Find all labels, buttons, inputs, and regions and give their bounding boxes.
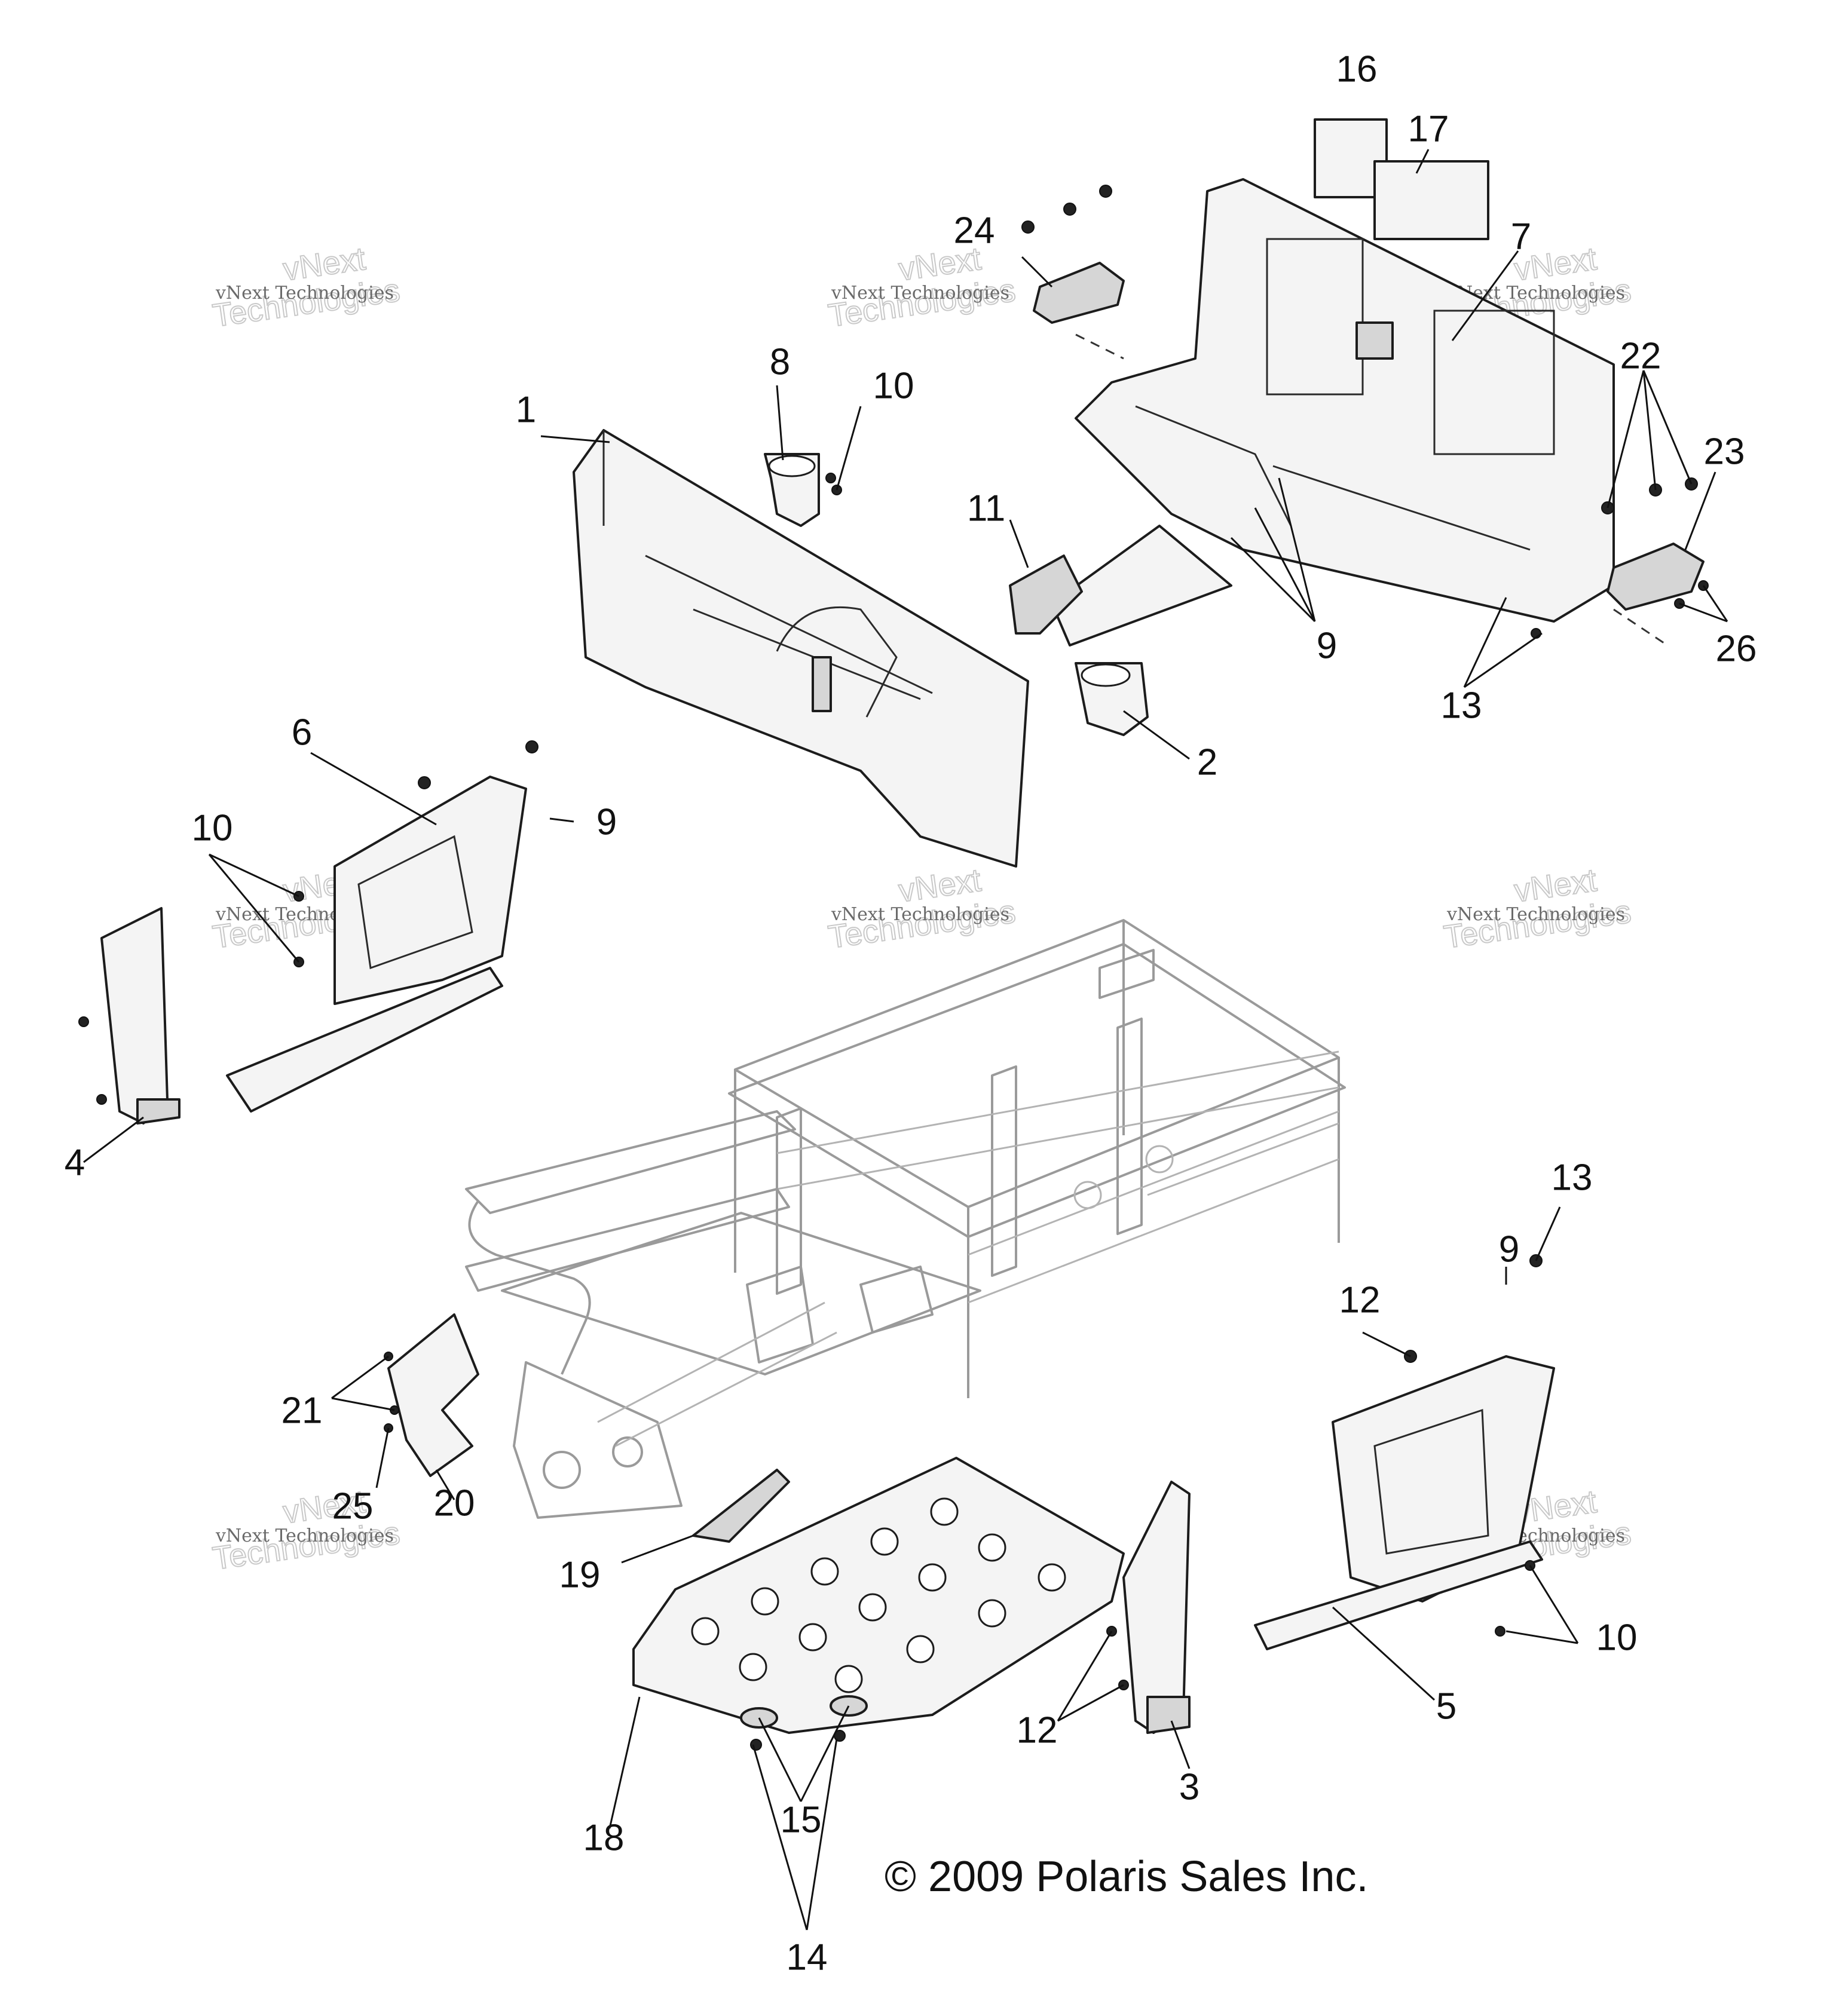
callouts: 1 2 3 4 5 6 7 8 9 9 9 10 10 10 11 12 12 …: [65, 48, 1757, 1978]
callout-9-rear-panel: 9: [1317, 625, 1337, 666]
part-1-dash-panel: [573, 429, 1029, 868]
callout-13-right-panel: 13: [1552, 1157, 1593, 1198]
part-24-grab-handle: [1033, 262, 1125, 360]
callout-1: 1: [516, 389, 536, 430]
part-20-shield: [387, 1313, 479, 1477]
callout-15: 15: [781, 1799, 822, 1840]
part-4-side-panel-left: [100, 907, 180, 1125]
callout-4: 4: [65, 1142, 85, 1183]
callout-12-lower: 12: [1017, 1709, 1058, 1751]
callout-9-left-panel: 9: [596, 801, 617, 842]
watermark-text: vNext Technologies: [831, 904, 1009, 925]
part-5-side-panel-right: [1254, 1355, 1555, 1650]
callout-19: 19: [559, 1554, 601, 1595]
callout-9-right-panel: 9: [1499, 1228, 1519, 1270]
callout-10-cup-holder: 10: [873, 365, 914, 406]
callout-10-right-panel: 10: [1596, 1617, 1638, 1658]
callout-3: 3: [1179, 1766, 1199, 1807]
part-3-side-panel-right: [1122, 1481, 1191, 1734]
watermark: vNext Technologies vNext Technologies: [210, 1483, 403, 1577]
leader-lines: [83, 149, 1728, 1931]
callout-21: 21: [281, 1390, 323, 1431]
part-17-decal: [1373, 160, 1489, 240]
part-23-grab-handle: [1606, 543, 1705, 647]
watermark: vNext Technologies vNext Technologies: [210, 240, 403, 335]
watermark-text: vNext Technologies: [215, 1525, 394, 1546]
callout-26: 26: [1716, 628, 1757, 669]
callout-25: 25: [332, 1485, 374, 1527]
callout-18: 18: [583, 1817, 625, 1858]
callout-23: 23: [1704, 431, 1745, 472]
watermark-text: vNext Technologies: [831, 283, 1009, 304]
watermark-text: vNext Technologies: [215, 283, 394, 304]
callout-20: 20: [434, 1482, 475, 1524]
part-6-side-panel-left: [226, 776, 527, 1113]
callout-7: 7: [1511, 216, 1531, 257]
part-11-tray-plate: [1009, 525, 1232, 647]
callout-16: 16: [1336, 48, 1378, 90]
callout-2: 2: [1197, 742, 1217, 783]
watermark: vNext Technologies vNext Technologies: [825, 240, 1018, 335]
part-18-skid-plate: [632, 1457, 1125, 1734]
part-8-cup-holder: [764, 453, 820, 527]
part-2-cup-holder: [1075, 662, 1149, 736]
part-19-bracket: [692, 1469, 790, 1543]
watermark: vNext Technologies vNext Technologies: [825, 862, 1018, 956]
watermark: vNext Technologies vNext Technologies: [1441, 862, 1634, 956]
callout-12-right-panel: 12: [1339, 1279, 1381, 1320]
callout-8: 8: [770, 341, 790, 382]
watermark-text: vNext Technologies: [1446, 904, 1625, 925]
callout-22: 22: [1620, 335, 1661, 376]
callout-17: 17: [1408, 108, 1449, 149]
vehicle-frame: [465, 919, 1346, 1519]
callout-14: 14: [787, 1937, 828, 1978]
callout-13-rear-panel: 13: [1441, 685, 1482, 726]
callout-24: 24: [954, 210, 995, 251]
callout-11: 11: [967, 488, 1005, 529]
callout-5: 5: [1436, 1686, 1456, 1727]
copyright-text: © 2009 Polaris Sales Inc.: [885, 1853, 1368, 1901]
callout-10-left-panel: 10: [192, 807, 233, 848]
callout-6: 6: [292, 712, 312, 753]
